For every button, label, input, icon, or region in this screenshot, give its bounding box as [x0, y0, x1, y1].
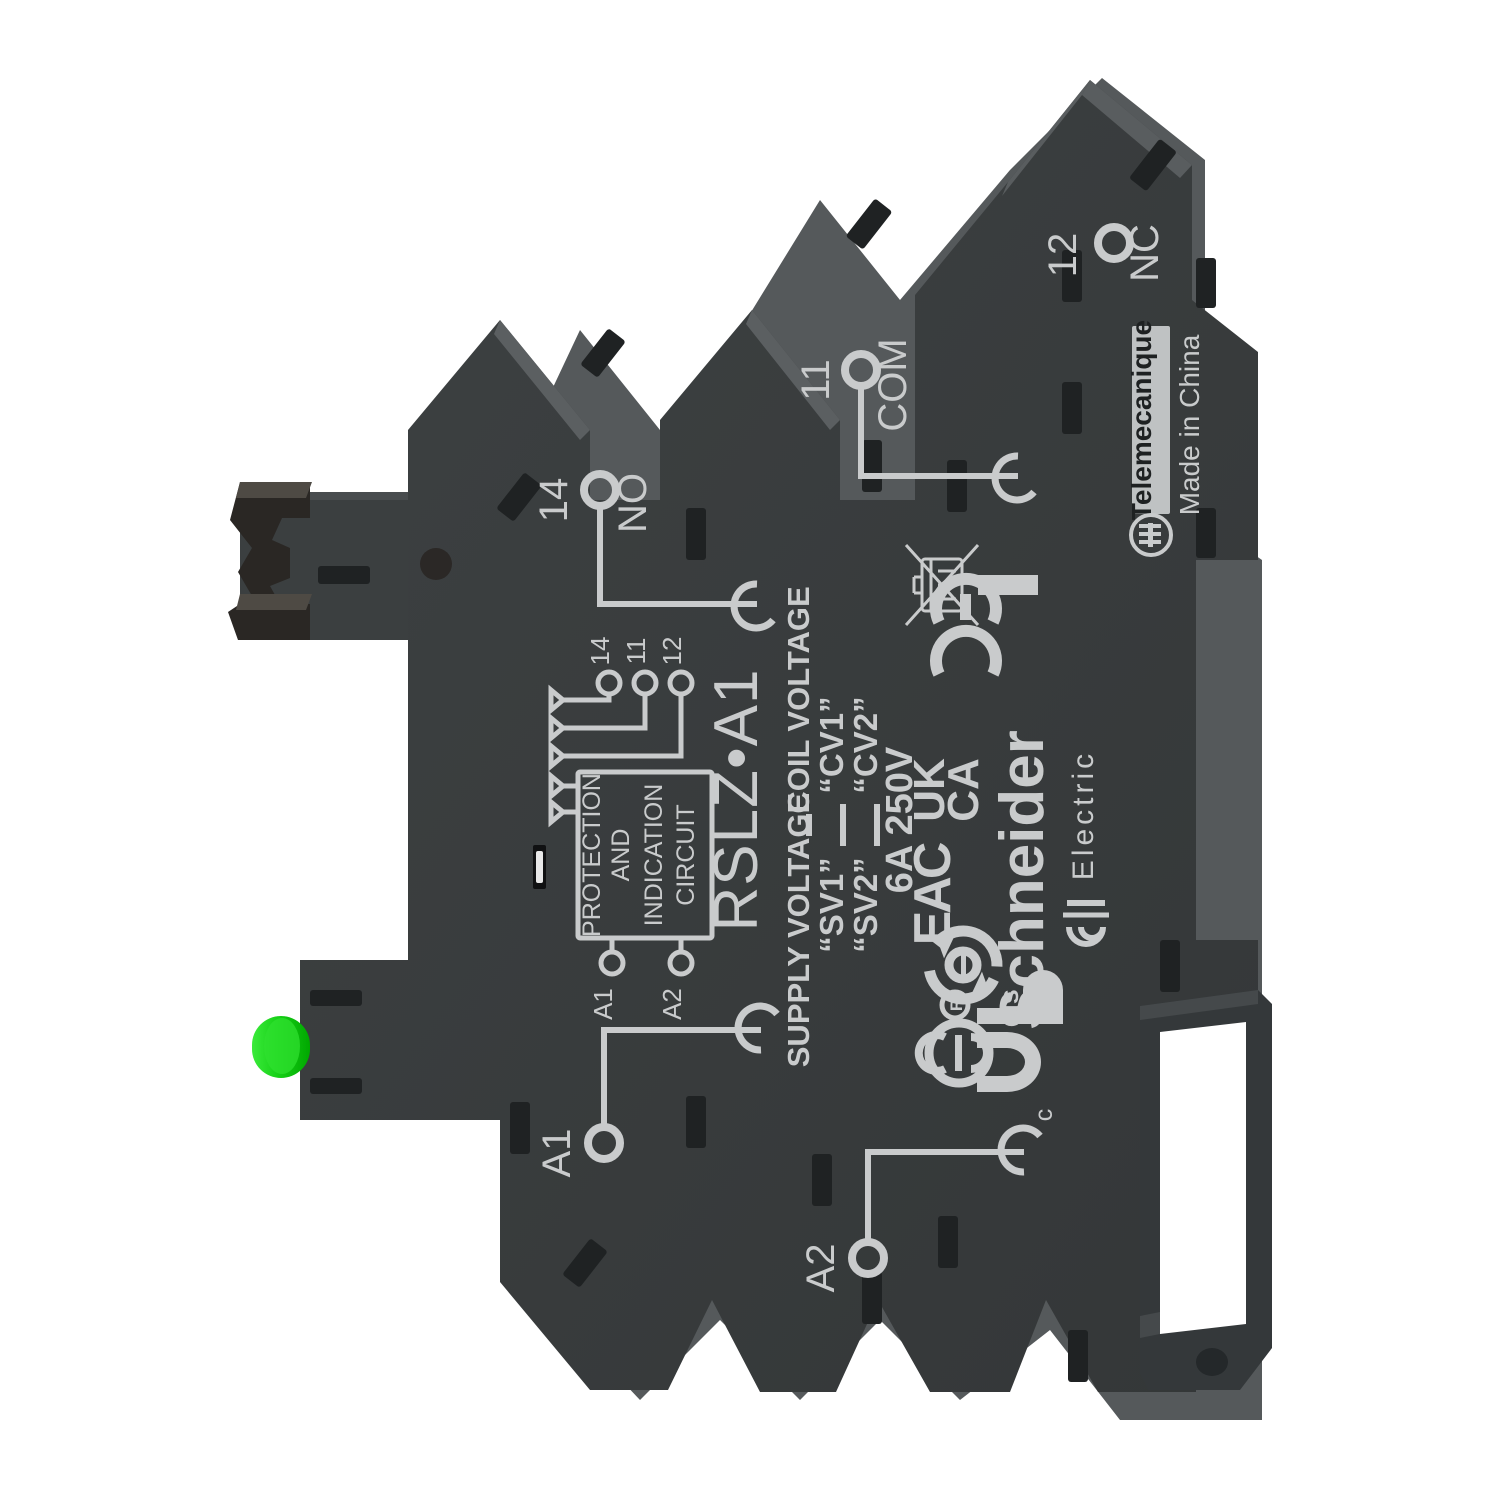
ukca-bottom: CA [939, 758, 988, 822]
brand-wordmark-sub: Electric [1067, 750, 1100, 880]
terminal-11-marker [841, 350, 881, 390]
schematic-block [575, 769, 715, 941]
coil-value-1: “CV1” [813, 696, 850, 793]
terminal-14-group: 14 NO [532, 470, 776, 632]
terminal-a2-marker [848, 1238, 888, 1278]
ukca-mark: UK CA [905, 758, 988, 822]
schematic-pin-a2 [667, 949, 695, 977]
terminal-12-function: NC [1123, 224, 1167, 282]
terminal-14-trace [597, 508, 757, 607]
contact-rating: 6A 250V [879, 746, 921, 893]
terminal-14-marker [580, 470, 620, 510]
telemecanique-label: Telemecanique [1126, 320, 1157, 520]
terminal-12-group: 12 NC [1041, 223, 1167, 282]
schematic-block-line-1: PROTECTION [578, 773, 606, 937]
schematic-label-a1: A1 [588, 988, 618, 1020]
terminal-14-function: NO [611, 473, 655, 533]
schematic-label-11: 11 [621, 638, 651, 665]
ukca-top: UK [905, 758, 954, 822]
terminal-a1-number: A1 [535, 1129, 579, 1178]
socket-main-body [300, 80, 1258, 1392]
csa-mark: R [914, 989, 994, 1088]
supply-value-2: “SV2” [847, 857, 884, 952]
supply-voltage-label: SUPPLY VOLTAGE [781, 793, 816, 1067]
terminal-11-number: 11 [794, 359, 838, 401]
terminal-a1-screw-symbol [734, 1002, 780, 1054]
schematic-label-14: 14 [585, 637, 615, 666]
body-top-bevels [494, 80, 1192, 440]
schematic-block-line-2: AND [607, 829, 635, 882]
terminal-11-group: 11 COM [794, 338, 1037, 504]
terminal-a2-group: A2 [799, 1124, 1043, 1293]
terminal-a1-marker [584, 1123, 624, 1163]
product-reference: RSLZ•A1 [702, 668, 771, 931]
made-in-china-label: Made in China [1174, 334, 1205, 515]
terminal-14-number: 14 [532, 478, 576, 523]
culus-mark: c us [977, 970, 1063, 1121]
printed-markings: 12 NC 11 COM 14 NO A1 A2 [532, 223, 1205, 1293]
terminal-a1-trace [601, 1027, 761, 1125]
din-rail-clip[interactable] [228, 482, 452, 640]
terminal-11-trace [858, 388, 1018, 479]
retaining-clip[interactable] [1140, 990, 1272, 1390]
led-indicator [252, 1016, 310, 1078]
supply-value-1: “SV1” [813, 857, 850, 952]
terminal-11-screw-symbol [991, 452, 1037, 504]
telemecanique-logo-icon [1129, 513, 1173, 557]
terminal-12-marker [1094, 223, 1134, 263]
culus-prefix: c [1030, 1109, 1058, 1122]
terminal-a2-number: A2 [799, 1244, 843, 1293]
schneider-electric-logo: Schneider Electric [988, 730, 1109, 1030]
telemecanique-badge-plate [1132, 326, 1170, 514]
terminal-a1-group: A1 [535, 1002, 780, 1178]
pivot-screw [420, 548, 452, 580]
schematic-label-a2: A2 [657, 988, 687, 1020]
weee-mark [904, 543, 1038, 627]
terminal-a2-trace [865, 1149, 1024, 1240]
schematic-block-line-3: INDICATION [640, 784, 668, 927]
schematic-spade-terminals [548, 684, 567, 828]
brand-wordmark: Schneider [988, 730, 1057, 1030]
mould-slots [310, 139, 1216, 1382]
terminal-11-function: COM [871, 338, 915, 431]
telemecanique-badge: Telemecanique Made in China [1126, 320, 1205, 557]
schematic-label-12: 12 [657, 637, 687, 666]
schematic-block-line-4: CIRCUIT [672, 804, 700, 905]
coil-voltage-label: COIL VOLTAGE [781, 586, 816, 813]
csa-registered-mark: R [947, 999, 966, 1011]
rating-separators [806, 804, 880, 846]
coil-value-2: “CV2” [847, 696, 884, 793]
schneider-life-is-on-icon [1063, 900, 1109, 947]
culus-suffix: us [994, 989, 1024, 1021]
terminal-14-screw-symbol [730, 580, 776, 632]
wiring-schematic [563, 669, 715, 977]
terminal-12-number: 12 [1041, 233, 1085, 278]
schematic-pin-a1 [598, 949, 626, 977]
terminal-a2-screw-symbol [997, 1124, 1043, 1176]
